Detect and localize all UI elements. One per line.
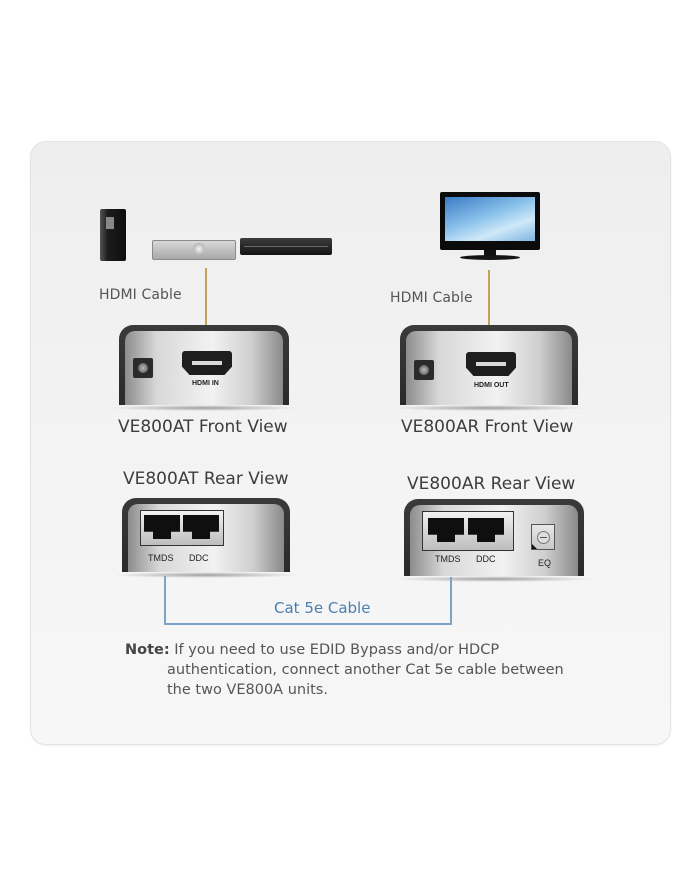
- tmds-label: TMDS: [148, 553, 174, 563]
- cat5e-line-left: [164, 576, 166, 624]
- ddc-label: DDC: [476, 554, 496, 564]
- lcd-tv-icon: [440, 192, 540, 262]
- hdmi-in-label: HDMI IN: [192, 380, 219, 387]
- note-line-1: If you need to use EDID Bypass and/or HD…: [174, 642, 500, 658]
- note-line-3: the two VE800A units.: [167, 682, 328, 698]
- note-line-2: authentication, connect another Cat 5e c…: [167, 662, 564, 678]
- ve800at-rear-title: VE800AT Rear View: [123, 469, 289, 489]
- power-jack-icon: [133, 358, 153, 378]
- hdmi-out-label: HDMI OUT: [474, 382, 509, 389]
- dvd-player-icon: [240, 238, 332, 255]
- hdmi-cable-line-left: [205, 268, 207, 326]
- power-jack-icon: [414, 360, 434, 380]
- eq-label: EQ: [538, 558, 552, 568]
- note-text: Note: If you need to use EDID Bypass and…: [125, 640, 585, 700]
- diagram-panel: [30, 141, 671, 745]
- ve800ar-rear-device: TMDS DDC EQ: [394, 499, 594, 582]
- ve800at-rear-device: TMDS DDC: [112, 498, 300, 578]
- pc-tower-icon: [100, 209, 126, 261]
- tmds-label: TMDS: [435, 554, 461, 564]
- ddc-label: DDC: [189, 553, 209, 563]
- av-receiver-icon: [152, 240, 236, 260]
- note-prefix: Note:: [125, 642, 170, 658]
- ve800ar-front-title: VE800AR Front View: [401, 417, 574, 437]
- hdmi-in-port: [182, 351, 232, 375]
- ve800ar-front-device: HDMI OUT: [390, 325, 588, 411]
- cat5e-cable-label: Cat 5e Cable: [274, 599, 371, 617]
- eq-dial-icon: [531, 524, 555, 550]
- cat5e-line-bottom: [164, 623, 452, 625]
- hdmi-cable-label-right: HDMI Cable: [390, 290, 473, 306]
- ve800ar-rear-title: VE800AR Rear View: [407, 474, 576, 494]
- ve800at-front-device: HDMI IN: [109, 325, 299, 411]
- cat5e-line-right: [450, 577, 452, 624]
- hdmi-cable-label-left: HDMI Cable: [99, 287, 182, 303]
- hdmi-cable-line-right: [488, 270, 490, 326]
- hdmi-out-port: [466, 352, 516, 376]
- ve800at-front-title: VE800AT Front View: [118, 417, 288, 437]
